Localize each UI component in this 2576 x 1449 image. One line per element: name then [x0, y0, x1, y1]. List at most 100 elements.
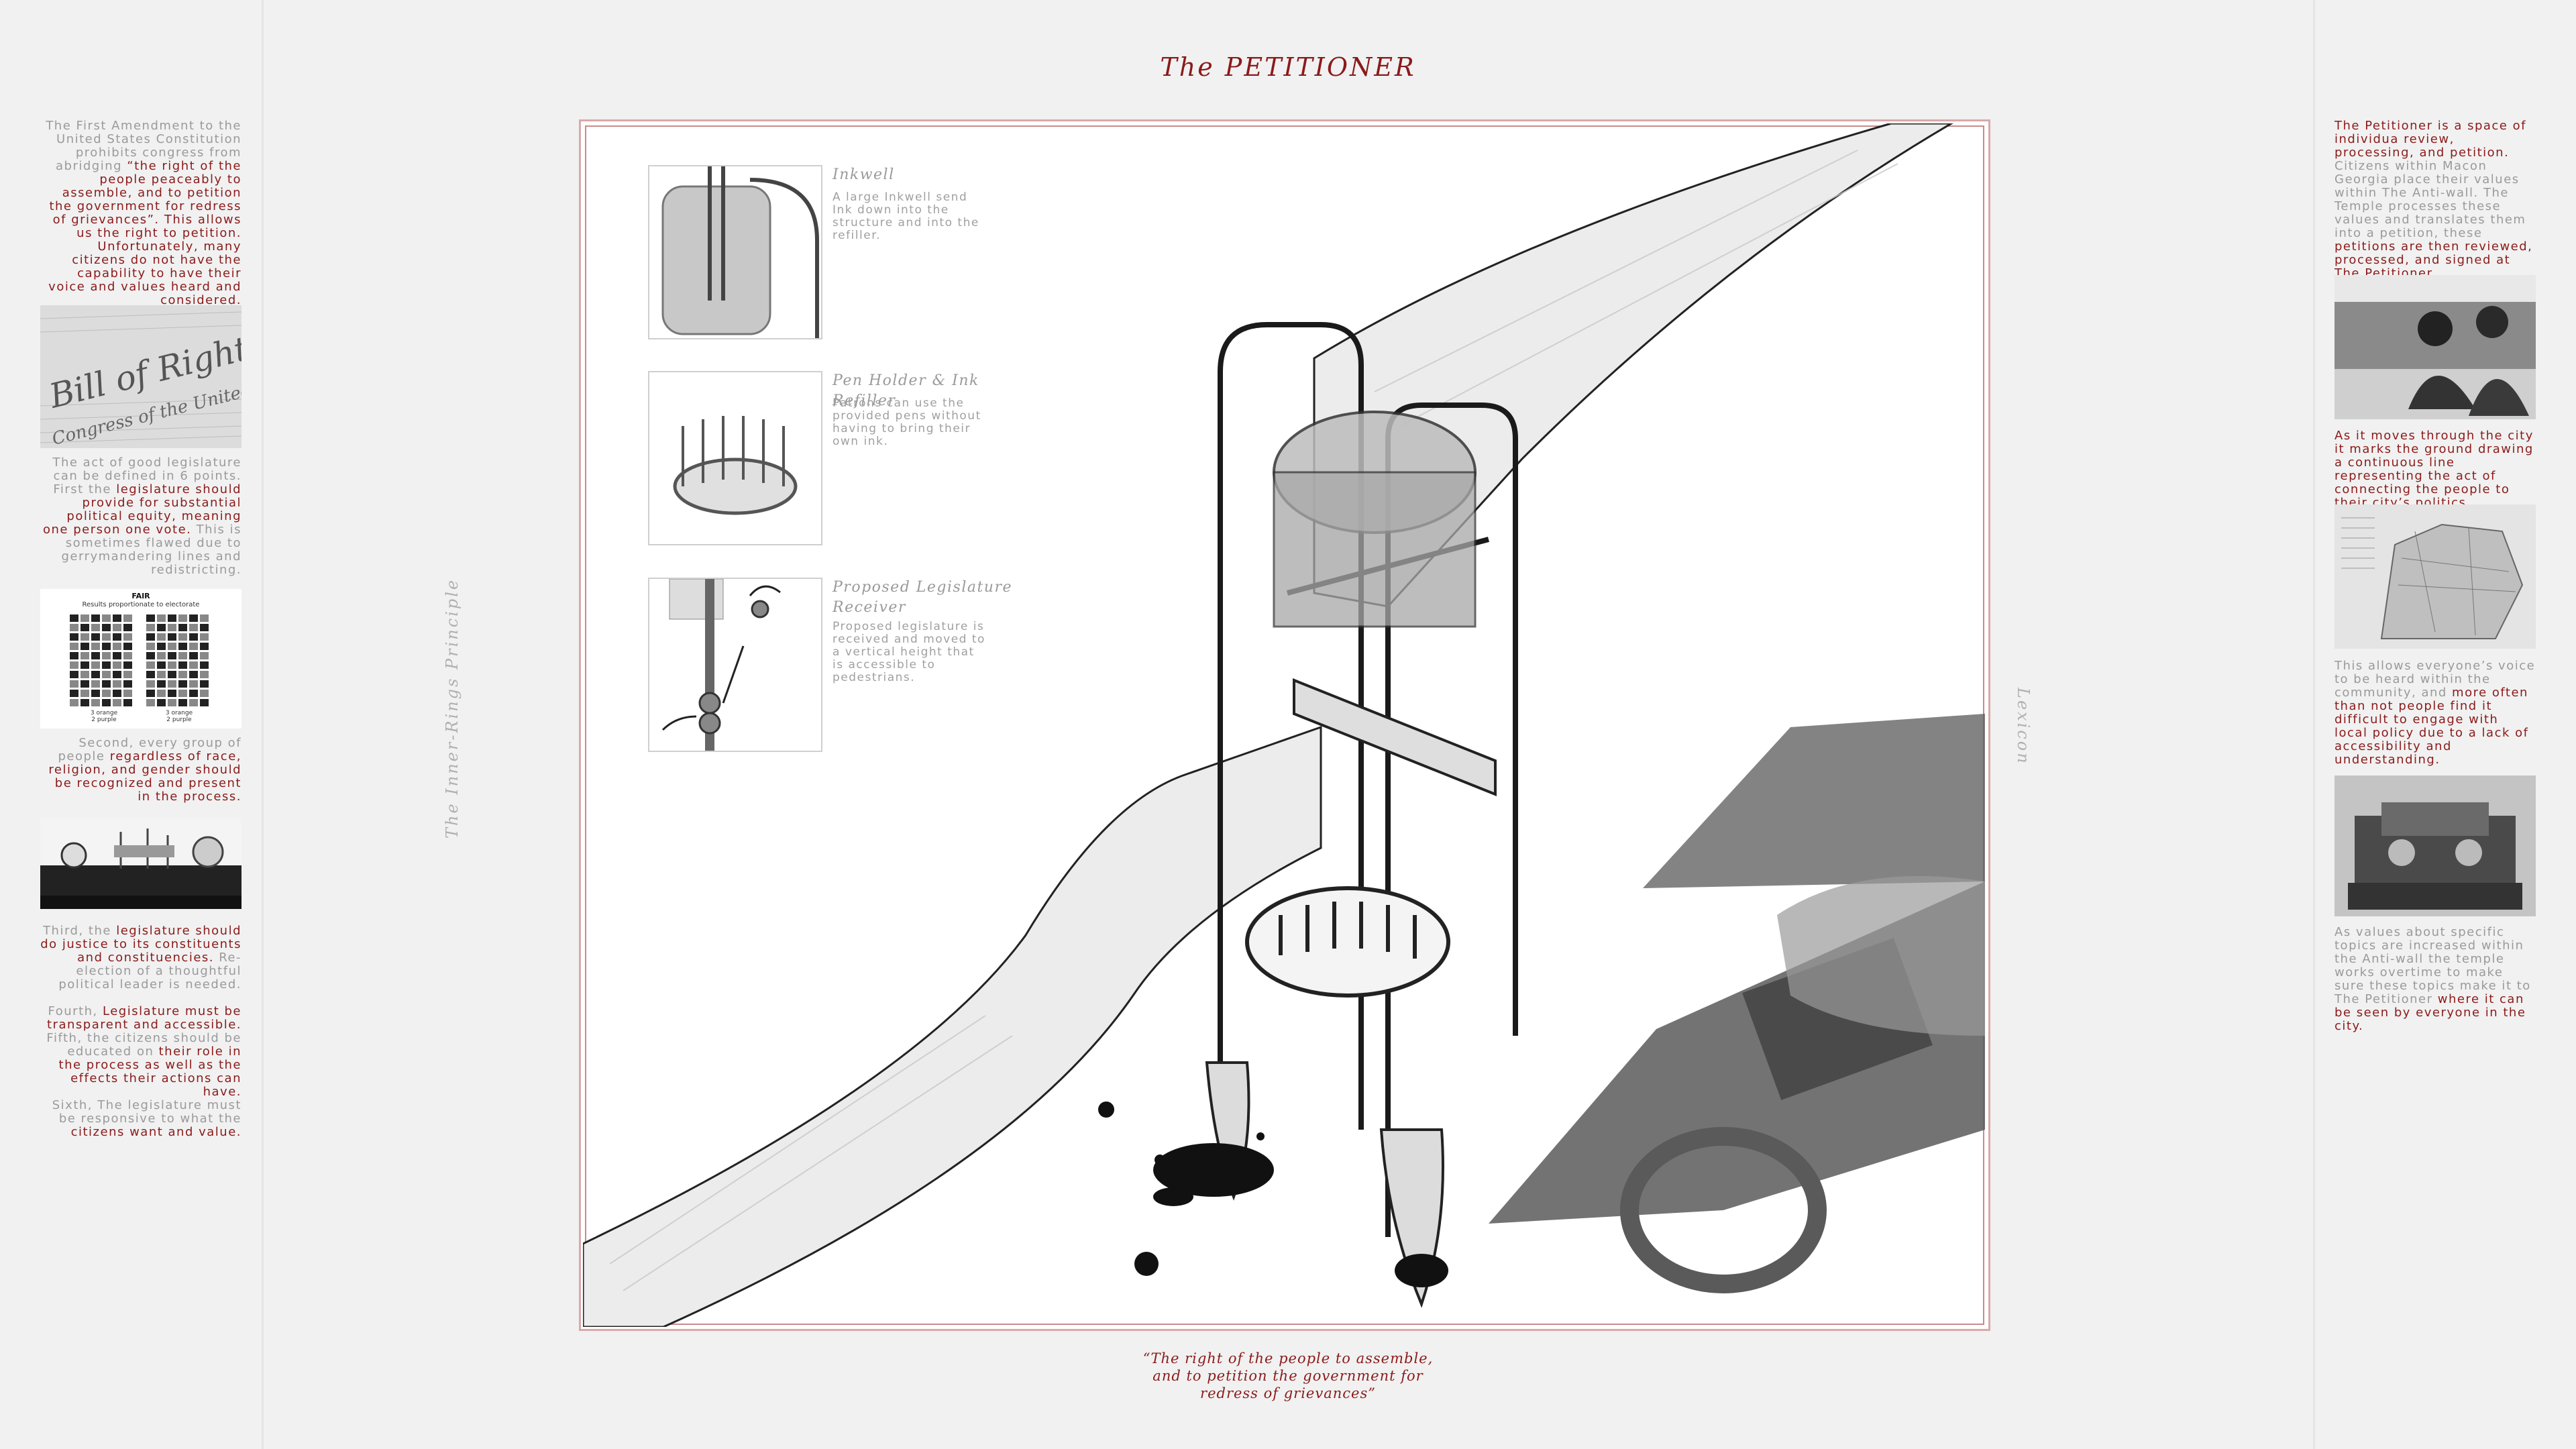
- district-cell: [168, 643, 176, 650]
- district-cell: [178, 699, 187, 706]
- district-cell: [168, 652, 176, 659]
- district-cell: [123, 633, 132, 641]
- left-text-3: Second, every group of people regardless…: [48, 736, 241, 804]
- district-cell: [123, 690, 132, 697]
- district-cell: [168, 680, 176, 688]
- chart-subtitle: Results proportionate to electorate: [82, 601, 200, 608]
- district-cell: [80, 671, 89, 678]
- right-text-4: As values about specific topics are incr…: [2334, 925, 2531, 1033]
- left-divider: [262, 0, 264, 1449]
- district-cell: [157, 661, 166, 669]
- district-cell: [80, 661, 89, 669]
- district-cell: [189, 614, 198, 622]
- district-cell: [168, 699, 176, 706]
- district-cell: [168, 614, 176, 622]
- district-cell: [200, 671, 209, 678]
- district-cell: [189, 643, 198, 650]
- district-cell: [146, 643, 155, 650]
- district-cell: [113, 671, 121, 678]
- district-cell: [189, 633, 198, 641]
- district-cell: [113, 680, 121, 688]
- district-cell: [157, 652, 166, 659]
- district-cell: [146, 671, 155, 678]
- district-cell: [200, 633, 209, 641]
- district-cell: [123, 671, 132, 678]
- district-cell: [178, 652, 187, 659]
- district-cell: [200, 690, 209, 697]
- district-cell: [102, 690, 111, 697]
- district-cell: [102, 614, 111, 622]
- district-cell: [146, 614, 155, 622]
- district-cell: [178, 671, 187, 678]
- detail-text-receiver: Proposed legislature is received and mov…: [833, 620, 985, 684]
- district-cell: [146, 624, 155, 631]
- antique-inkstand-photo: [2334, 775, 2536, 916]
- district-grid-left: [70, 614, 132, 706]
- model-photo: [40, 818, 241, 909]
- district-cell: [168, 661, 176, 669]
- first-amendment-quote: “The right of the people to assemble, an…: [1142, 1350, 1434, 1401]
- district-cell: [200, 624, 209, 631]
- district-cell: [200, 652, 209, 659]
- district-cell: [157, 614, 166, 622]
- district-cell: [91, 633, 100, 641]
- district-cell: [168, 633, 176, 641]
- district-cell: [70, 652, 78, 659]
- bill-of-rights-image: Bill of Rights Congress of the United: [40, 305, 241, 448]
- district-cell: [178, 614, 187, 622]
- district-cell: [102, 671, 111, 678]
- district-cell: [80, 699, 89, 706]
- district-cell: [189, 671, 198, 678]
- district-cell: [102, 661, 111, 669]
- district-cell: [157, 699, 166, 706]
- inkwell-detail-image: [648, 165, 822, 339]
- district-cell: [70, 671, 78, 678]
- detail-title-pen-holder: Pen Holder & Ink Refiller: [833, 372, 979, 409]
- vertical-label-right: Lexicon: [2014, 688, 2033, 765]
- district-cell: [189, 680, 198, 688]
- district-cell: [146, 652, 155, 659]
- receiver-detail-image: [648, 578, 822, 752]
- district-cell: [70, 661, 78, 669]
- district-cell: [189, 661, 198, 669]
- district-cell: [102, 643, 111, 650]
- chart-label-right: 3 orange 2 purple: [165, 710, 193, 723]
- district-cell: [91, 699, 100, 706]
- vertical-label-left: The Inner-Rings Principle: [443, 578, 462, 839]
- left-text-4: Third, the legislature should do justice…: [40, 924, 241, 991]
- detail-title-inkwell: Inkwell: [833, 166, 895, 183]
- signing-photo: [2334, 275, 2536, 419]
- detail-text-pen-holder: Patrons can use the provided pens withou…: [833, 396, 981, 448]
- right-text-3: This allows everyone’s voice to be heard…: [2334, 659, 2536, 767]
- district-grid-right: [146, 614, 209, 706]
- district-cell: [91, 671, 100, 678]
- district-cell: [91, 652, 100, 659]
- district-cell: [113, 661, 121, 669]
- district-cell: [123, 614, 132, 622]
- left-text-5: Fourth, Legislature must be transparent …: [46, 1004, 241, 1099]
- district-cell: [178, 633, 187, 641]
- district-cell: [189, 690, 198, 697]
- district-cell: [200, 661, 209, 669]
- district-cell: [91, 643, 100, 650]
- macon-map-image: [2334, 504, 2536, 649]
- district-cell: [102, 652, 111, 659]
- district-cell: [200, 680, 209, 688]
- paper-roller: [1293, 678, 1497, 796]
- district-cell: [80, 633, 89, 641]
- district-cell: [70, 699, 78, 706]
- district-cell: [157, 690, 166, 697]
- main-illustration-frame: Inkwell A large Inkwell send Ink down in…: [579, 119, 1990, 1331]
- district-cell: [189, 699, 198, 706]
- district-cell: [178, 680, 187, 688]
- chart-label-left: 3 orange 2 purple: [90, 710, 118, 723]
- district-cell: [70, 633, 78, 641]
- district-cell: [200, 614, 209, 622]
- ink-splatter: [1098, 1102, 1448, 1287]
- district-cell: [70, 690, 78, 697]
- district-cell: [168, 690, 176, 697]
- page-title: The PETITIONER: [1160, 52, 1416, 82]
- district-cell: [70, 614, 78, 622]
- district-cell: [146, 699, 155, 706]
- district-cell: [168, 624, 176, 631]
